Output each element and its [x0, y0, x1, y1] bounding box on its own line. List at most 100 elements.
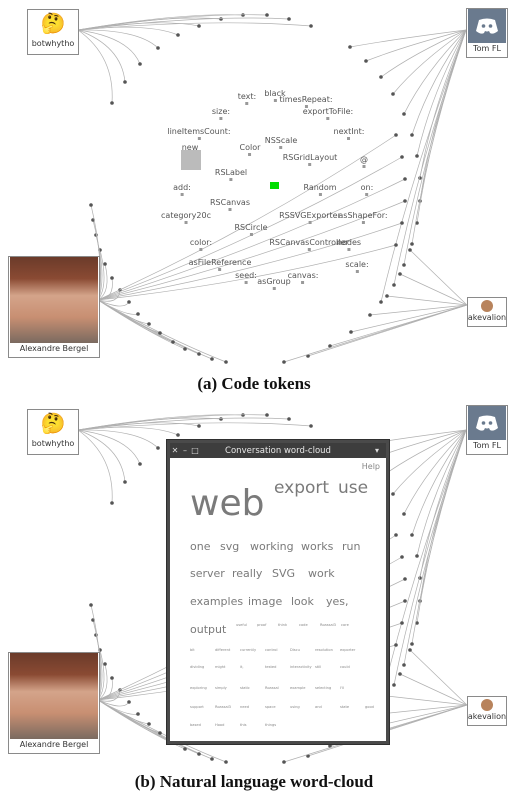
edge-line: [97, 200, 406, 301]
edge-endpoint: [400, 155, 404, 159]
edge-endpoint: [391, 92, 395, 96]
token-label: Color: [240, 143, 260, 156]
token-dot: [229, 178, 233, 181]
token-label: lineItemsCount:: [167, 127, 231, 140]
edge-endpoint: [402, 663, 406, 667]
user-node-akevalion[interactable]: akevalion: [467, 297, 507, 327]
edge-endpoint: [127, 300, 131, 304]
cloud-word-small: selecting: [315, 686, 332, 690]
cloud-word: svg: [220, 540, 240, 553]
edge-endpoint: [265, 13, 269, 17]
edge-line: [380, 429, 467, 703]
edge-line: [77, 417, 290, 431]
edge-endpoint: [408, 248, 412, 252]
edge-endpoint: [282, 760, 286, 764]
edge-endpoint: [110, 101, 114, 105]
edge-line: [77, 29, 141, 65]
edge-line: [392, 429, 467, 495]
cloud-word: examples: [190, 595, 244, 608]
edge-line: [403, 429, 467, 666]
cloud-word-small: Roassal3: [320, 623, 336, 627]
cloud-word-small: good: [365, 705, 374, 709]
help-link[interactable]: Help: [361, 462, 380, 471]
edge-endpoint: [398, 672, 402, 676]
chevron-down-icon[interactable]: ▾: [374, 446, 379, 455]
token-dot: [326, 117, 330, 120]
token-dot: [219, 117, 223, 120]
edge-endpoint: [147, 322, 151, 326]
token-label: timesRepeat:: [279, 95, 333, 108]
edge-endpoint: [394, 533, 398, 537]
edge-line: [416, 429, 467, 624]
edge-endpoint: [224, 760, 228, 764]
edge-line: [97, 134, 397, 301]
maximize-icon[interactable]: □: [191, 446, 199, 455]
edge-line: [77, 17, 290, 31]
edge-line: [411, 29, 467, 136]
token-label: color:: [190, 238, 212, 251]
minimize-icon[interactable]: –: [183, 446, 187, 455]
green-node: [270, 182, 279, 189]
token-label: size:: [212, 107, 230, 120]
user-node-tom-fl[interactable]: Tom FL: [466, 405, 508, 455]
cloud-word: server: [190, 567, 225, 580]
user-node-botwhytho[interactable]: 🤔 botwhytho: [27, 409, 79, 455]
edge-endpoint: [103, 662, 107, 666]
token-dot: [355, 270, 359, 273]
window-title: Conversation word-cloud: [225, 445, 331, 456]
cloud-word-small: control: [265, 648, 278, 652]
edge-endpoint: [415, 554, 419, 558]
edge-endpoint: [415, 621, 419, 625]
cloud-word-small: using: [290, 705, 300, 709]
user-node-tom-fl[interactable]: Tom FL: [466, 8, 508, 58]
edge-endpoint: [364, 59, 368, 63]
cloud-word-small: static: [240, 686, 250, 690]
edge-endpoint: [368, 313, 372, 317]
user-node-akevalion[interactable]: akevalion: [467, 696, 507, 726]
token-label: canvas:: [288, 271, 318, 284]
user-node-alexandre-bergel[interactable]: Alexandre Bergel: [8, 256, 100, 358]
wordcloud-window[interactable]: ✕ – □ Conversation word-cloud ▾ Help web…: [167, 440, 389, 744]
token-dot: [249, 233, 253, 236]
cloud-word-small: Hood: [215, 723, 225, 727]
token-dot: [308, 163, 312, 166]
edge-line: [403, 29, 467, 266]
cloud-word-small: could: [340, 665, 350, 669]
cloud-word: use: [338, 478, 369, 498]
edge-endpoint: [136, 312, 140, 316]
edge-line: [97, 156, 403, 301]
cloud-word-small: still: [315, 665, 322, 669]
edge-line: [416, 429, 467, 557]
edge-endpoint: [410, 533, 414, 537]
edge-line: [369, 304, 468, 316]
edge-endpoint: [110, 276, 114, 280]
thinking-face-emoji-icon: 🤔: [40, 13, 66, 35]
edge-endpoint: [110, 676, 114, 680]
edge-line: [77, 29, 159, 49]
discord-logo-icon: [468, 406, 506, 440]
user-node-botwhytho[interactable]: 🤔 botwhytho: [27, 9, 79, 55]
edge-endpoint: [408, 648, 412, 652]
edge-line: [403, 429, 467, 515]
user-node-alexandre-bergel[interactable]: Alexandre Bergel: [8, 652, 100, 754]
edge-endpoint: [197, 352, 201, 356]
edge-endpoint: [398, 272, 402, 276]
edge-line: [77, 429, 141, 465]
cloud-word: SVG: [272, 567, 296, 580]
token-label: @: [360, 155, 368, 168]
close-icon[interactable]: ✕: [171, 446, 179, 455]
edge-endpoint: [183, 747, 187, 751]
token-label: add:: [173, 183, 191, 196]
cloud-word: really: [232, 567, 263, 580]
edge-line: [365, 29, 467, 62]
edge-line: [411, 29, 467, 245]
token-label: RSCircle: [234, 223, 268, 236]
cloud-word-small: need: [240, 705, 249, 709]
edge-line: [416, 29, 467, 157]
cloud-word-small: simply: [215, 686, 227, 690]
edge-endpoint: [156, 446, 160, 450]
edge-endpoint: [391, 492, 395, 496]
window-titlebar[interactable]: ✕ – □ Conversation word-cloud ▾: [170, 443, 386, 458]
edge-line: [77, 422, 312, 431]
token-dot: [228, 208, 232, 211]
